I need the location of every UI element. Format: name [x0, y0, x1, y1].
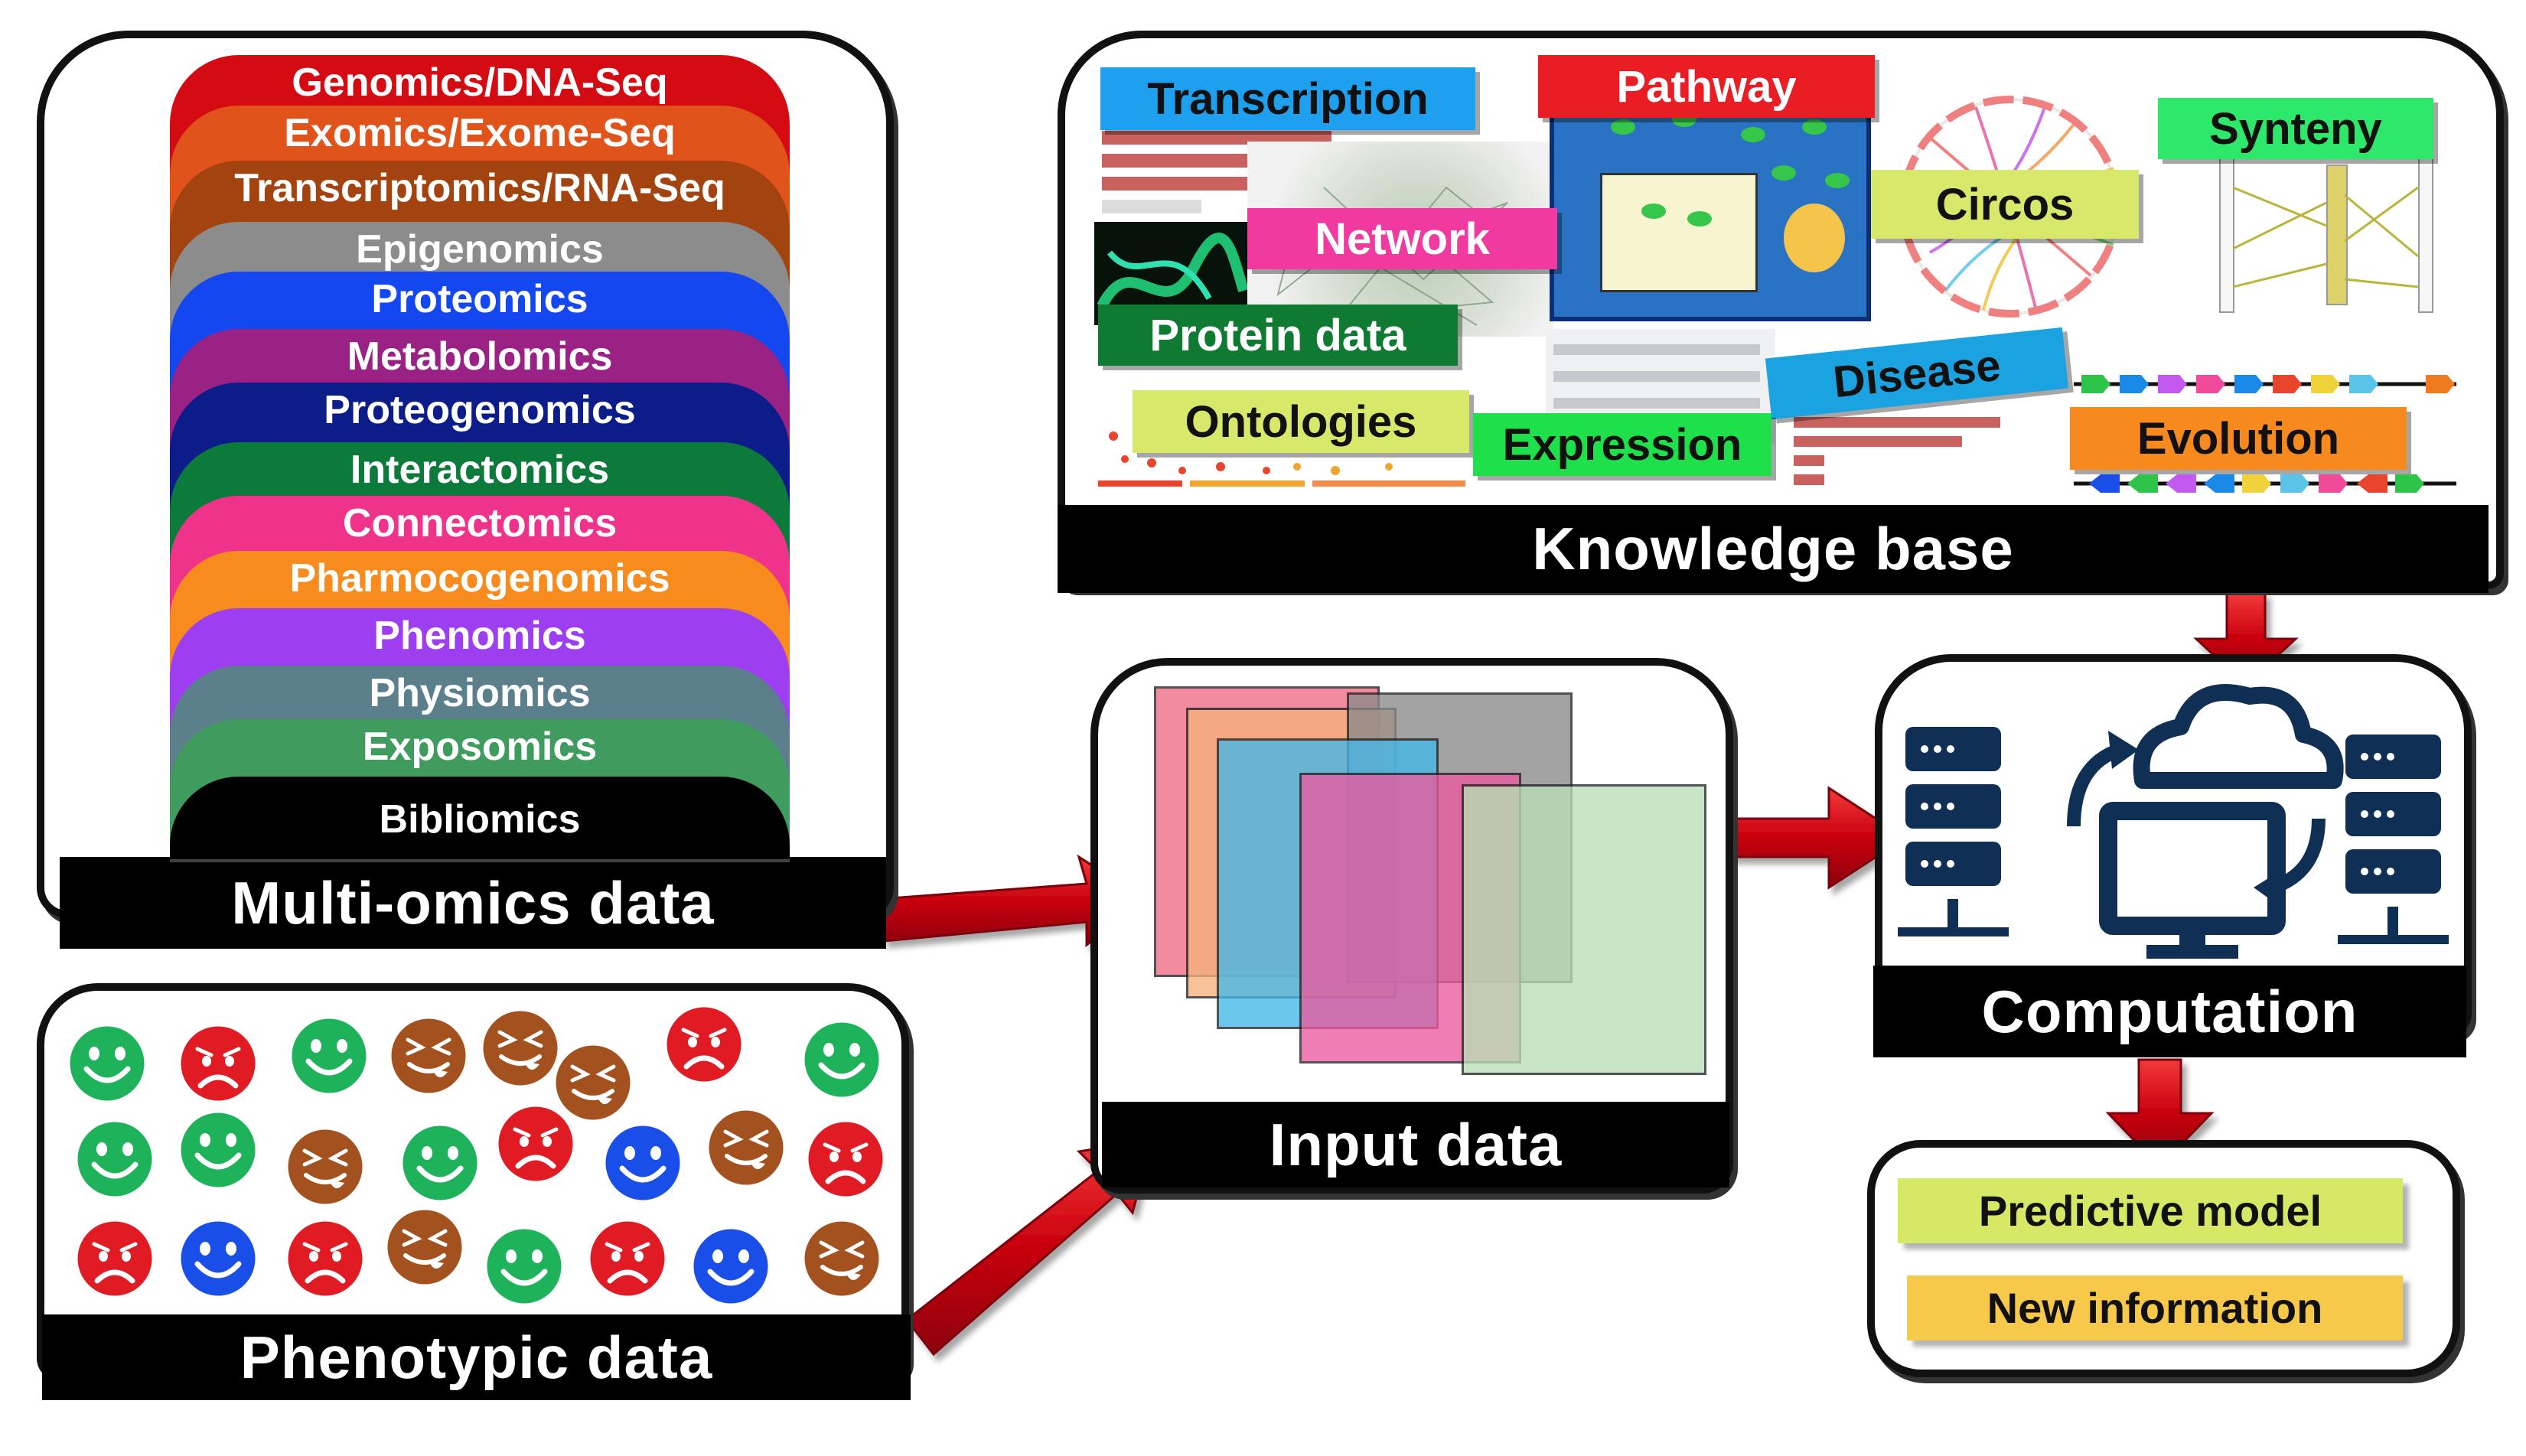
- sad-face-icon: [664, 1005, 744, 1084]
- new-information-box: New information: [1907, 1275, 2403, 1340]
- knowledge-label-expression: Expression: [1473, 413, 1771, 476]
- pathway-map-tile: [1550, 92, 1871, 321]
- knowledge-label-circos: Circos: [1871, 170, 2139, 239]
- happy-face-icon: [75, 1119, 155, 1199]
- predictive-model-box: Predictive model: [1898, 1178, 2403, 1243]
- input-data-title: Input data: [1102, 1102, 1729, 1187]
- multi-omics-title: Multi-omics data: [60, 857, 886, 949]
- knowledge-label-ontologies: Ontologies: [1133, 390, 1469, 453]
- expression-scatter-tile: [1067, 344, 1496, 497]
- sad-face-icon: [178, 1024, 258, 1103]
- server-left-icon: [1898, 727, 2009, 936]
- happy-face-icon: [289, 1016, 369, 1096]
- output-panel: [1867, 1140, 2460, 1377]
- synteny-links-icon: [2232, 186, 2419, 288]
- computation-illustration: [1898, 684, 2449, 959]
- phenotypic-title: Phenotypic data: [42, 1314, 911, 1400]
- sad-face-icon: [496, 1104, 575, 1184]
- happy-face-icon: [178, 1219, 258, 1298]
- silly-face-icon: [385, 1207, 464, 1287]
- sad-face-icon: [75, 1219, 155, 1298]
- disease-list-tile: [1791, 325, 2020, 493]
- gene-arrows-icon: [2074, 375, 2456, 493]
- silly-face-icon: [389, 1016, 468, 1096]
- silly-face-icon: [481, 1008, 560, 1088]
- happy-face-icon: [691, 1226, 771, 1306]
- silly-face-icon: [553, 1043, 633, 1122]
- scatter-points-icon: [1098, 432, 1465, 487]
- happy-face-icon: [178, 1110, 258, 1190]
- omics-layer-13: Bibliomics: [170, 777, 790, 862]
- pathway-nodes-icon: [1611, 112, 1850, 226]
- sad-face-icon: [806, 1119, 885, 1199]
- happy-face-icon: [400, 1123, 480, 1203]
- sad-face-icon: [588, 1219, 667, 1298]
- input-layer-5: [1462, 784, 1706, 1075]
- evolution-gene-tile: [2066, 337, 2464, 501]
- server-right-icon: [2338, 735, 2449, 944]
- silly-face-icon: [706, 1108, 786, 1187]
- knowledge-label-pathway: Pathway: [1538, 55, 1875, 118]
- computation-title: Computation: [1873, 966, 2466, 1057]
- happy-face-icon: [802, 1020, 882, 1099]
- silly-face-icon: [802, 1219, 882, 1298]
- monitor-icon: [2099, 802, 2286, 959]
- synteny-plot-tile: [2143, 73, 2464, 318]
- happy-face-icon: [67, 1024, 147, 1103]
- sad-face-icon: [285, 1219, 365, 1298]
- sync-arrowhead-top-icon: [2108, 731, 2139, 769]
- knowledge-base-title: Knowledge base: [1058, 505, 2489, 593]
- happy-face-icon: [484, 1226, 564, 1306]
- cloud-icon: [2133, 684, 2344, 789]
- knowledge-label-protein-data: Protein data: [1098, 305, 1458, 366]
- knowledge-label-transcription: Transcription: [1100, 67, 1475, 130]
- protein-ribbon-icon: [1097, 233, 1249, 309]
- knowledge-label-synteny: Synteny: [2158, 98, 2433, 159]
- knowledge-label-evolution: Evolution: [2070, 407, 2407, 470]
- knowledge-label-network: Network: [1247, 208, 1557, 269]
- happy-face-icon: [603, 1123, 683, 1203]
- sync-arrowhead-bottom-icon: [2254, 868, 2284, 907]
- silly-face-icon: [285, 1127, 365, 1207]
